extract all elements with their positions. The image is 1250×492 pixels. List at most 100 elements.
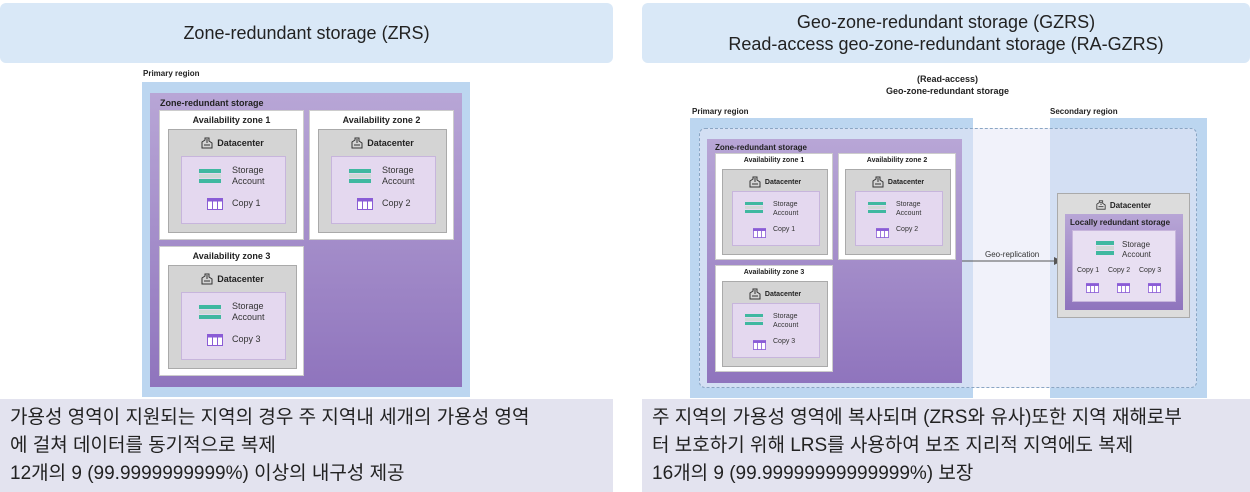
- datacenter-icon: [351, 137, 363, 149]
- datacenter-icon: [749, 176, 761, 188]
- secondary-datacenter-label: Datacenter: [1109, 200, 1152, 210]
- lrs-copy-label-2: Copy 2: [1108, 267, 1131, 274]
- copy-label: Copy 1: [232, 198, 261, 208]
- datacenter-label: Datacenter: [217, 138, 264, 148]
- right-caption: 주 지역의 가용성 영역에 복사되며 (ZRS와 유사)또한 지역 재해로부 터…: [642, 399, 1250, 492]
- right-caption-line-2: 터 보호하기 위해 LRS를 사용하여 보조 지리적 지역에도 복제: [652, 435, 1134, 456]
- datacenter-icon: [201, 273, 213, 285]
- copy-label: Copy 3: [232, 334, 261, 344]
- lrs-storage-text: Storage Account: [1122, 240, 1151, 260]
- zone-title: Availability zone 3: [192, 251, 271, 261]
- gzrs-diagram-title: (Read-access) Geo-zone-redundant storage: [820, 73, 1075, 97]
- storage-account-icon: [349, 169, 371, 185]
- zone-title: Availability zone 1: [192, 115, 271, 125]
- zone-title: Availability zone 3: [743, 269, 805, 276]
- datacenter-title: Datacenter: [169, 273, 296, 285]
- lrs-label: Locally redundant storage: [1070, 218, 1171, 227]
- gzrs-header-line-1: Geo-zone-redundant storage (GZRS): [796, 12, 1096, 32]
- copy-icon: [876, 225, 889, 243]
- datacenter-title: Datacenter: [846, 176, 950, 188]
- right-primary-region-label: Primary region: [692, 107, 749, 116]
- zone-title: Availability zone 2: [866, 157, 928, 164]
- datacenter-icon: [201, 137, 213, 149]
- left-zrs-label: Zone-redundant storage: [160, 98, 264, 108]
- copy-icon: [207, 333, 223, 351]
- zrs-header: Zone-redundant storage (ZRS): [0, 3, 613, 63]
- secondary-datacenter-title: Datacenter: [1058, 200, 1189, 210]
- lrs-copy-icon-1: [1086, 280, 1099, 298]
- zone-title: Availability zone 1: [743, 157, 805, 164]
- storage-account-icon: [199, 305, 221, 321]
- copy-label: Copy 3: [773, 338, 796, 345]
- right-secondary-region-label: Secondary region: [1050, 107, 1118, 116]
- datacenter-title: Datacenter: [723, 176, 827, 188]
- lrs-copy-label-1: Copy 1: [1077, 267, 1100, 274]
- gzrs-diagram-title-line-1: (Read-access): [916, 74, 979, 84]
- zrs-header-title: Zone-redundant storage (ZRS): [183, 23, 430, 43]
- datacenter-label: Datacenter: [764, 178, 802, 186]
- left-caption-line-2: 에 걸쳐 데이터를 동기적으로 복제: [10, 435, 276, 456]
- datacenter-title: Datacenter: [723, 288, 827, 300]
- gzrs-diagram-title-line-2: Geo-zone-redundant storage: [885, 86, 1009, 96]
- gzrs-header: Geo-zone-redundant storage (GZRS) Read-a…: [642, 3, 1250, 63]
- copy-icon: [753, 225, 766, 243]
- right-caption-line-1: 주 지역의 가용성 영역에 복사되며 (ZRS와 유사)또한 지역 재해로부: [652, 407, 1182, 428]
- copy-label: Copy 2: [896, 226, 919, 233]
- lrs-storage-line-1: Storage: [1122, 240, 1151, 249]
- left-primary-region-label: Primary region: [143, 69, 200, 78]
- gzrs-header-line-2: Read-access geo-zone-redundant storage (…: [728, 34, 1164, 54]
- copy-label: Copy 1: [773, 226, 796, 233]
- copy-icon: [207, 197, 223, 215]
- datacenter-icon: [749, 288, 761, 300]
- storage-account-icon: [745, 202, 763, 215]
- zone-title: Availability zone 2: [342, 115, 421, 125]
- lrs-copy-icon-2: [1117, 280, 1130, 298]
- datacenter-icon: [872, 176, 884, 188]
- lrs-copy-label-3: Copy 3: [1139, 267, 1162, 274]
- left-caption-line-3: 12개의 9 (99.9999999999%) 이상의 내구성 제공: [10, 463, 405, 484]
- lrs-copy-icon-3: [1148, 280, 1161, 298]
- storage-account-icon: [199, 169, 221, 185]
- datacenter-label: Datacenter: [764, 290, 802, 298]
- right-caption-line-3: 16개의 9 (99.99999999999999%) 보장: [652, 463, 974, 484]
- copy-icon: [357, 197, 373, 215]
- geo-replication-label: Geo-replication: [985, 250, 1040, 259]
- datacenter-title: Datacenter: [169, 137, 296, 149]
- datacenter-label: Datacenter: [217, 274, 264, 284]
- storage-account-icon: [745, 314, 763, 327]
- datacenter-label: Datacenter: [367, 138, 414, 148]
- lrs-storage-icon: [1096, 241, 1114, 255]
- left-caption: 가용성 영역이 지원되는 지역의 경우 주 지역내 세개의 가용성 영역 에 걸…: [0, 399, 613, 492]
- storage-account-icon: [868, 202, 886, 215]
- datacenter-label: Datacenter: [887, 178, 925, 186]
- left-caption-line-1: 가용성 영역이 지원되는 지역의 경우 주 지역내 세개의 가용성 영역: [10, 407, 530, 428]
- copy-label: Copy 2: [382, 198, 411, 208]
- datacenter-icon: [1096, 200, 1106, 210]
- copy-icon: [753, 337, 766, 355]
- right-zrs-label: Zone-redundant storage: [715, 143, 808, 152]
- datacenter-title: Datacenter: [319, 137, 446, 149]
